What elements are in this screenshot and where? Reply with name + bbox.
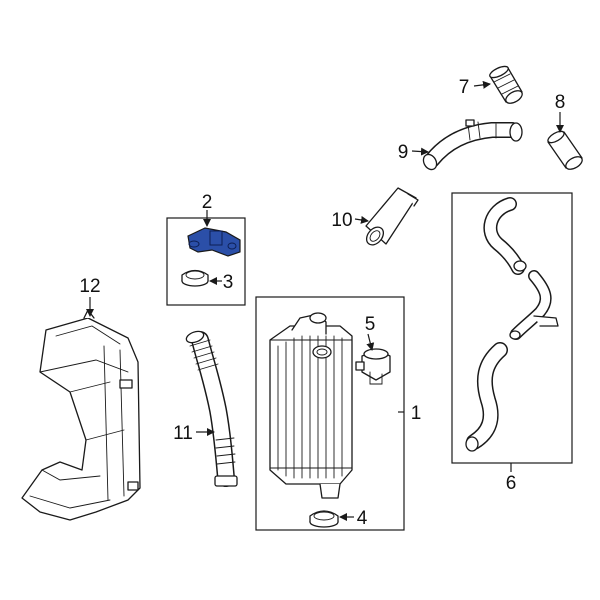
part-12-air-duct[interactable] (21, 309, 141, 521)
part-7-coupling[interactable] (488, 64, 524, 106)
part-6-hoses[interactable] (465, 197, 559, 452)
part-2-bracket[interactable] (187, 227, 241, 257)
leader-7 (473, 80, 491, 89)
callout-10: 10 (331, 210, 352, 231)
leader-10 (354, 215, 369, 224)
part-5-sensor[interactable] (355, 348, 391, 385)
part-10-hose[interactable] (363, 187, 419, 248)
callout-5: 5 (365, 314, 376, 335)
callout-3: 3 (223, 272, 234, 293)
leader-9 (411, 147, 429, 156)
part-4-grommet[interactable] (309, 510, 339, 528)
part-3-grommet[interactable] (181, 269, 209, 287)
callout-1: 1 (411, 403, 422, 424)
callout-7: 7 (459, 77, 470, 98)
callout-11: 11 (173, 423, 193, 444)
part-11-charge-pipe[interactable] (185, 329, 238, 487)
part-1-intercooler[interactable] (269, 312, 353, 499)
box-intercooler-group (255, 296, 405, 531)
callout-2: 2 (202, 192, 213, 213)
leader-5 (366, 333, 375, 351)
callout-8: 8 (555, 92, 566, 113)
callout-9: 9 (398, 142, 409, 163)
callout-12: 12 (79, 276, 100, 297)
part-9-pipe[interactable] (421, 119, 523, 172)
box-hose-group (451, 192, 573, 464)
callout-6: 6 (506, 473, 517, 494)
callout-4: 4 (357, 508, 368, 529)
part-8-short-hose[interactable] (546, 129, 584, 172)
box-bracket-group (166, 217, 246, 306)
